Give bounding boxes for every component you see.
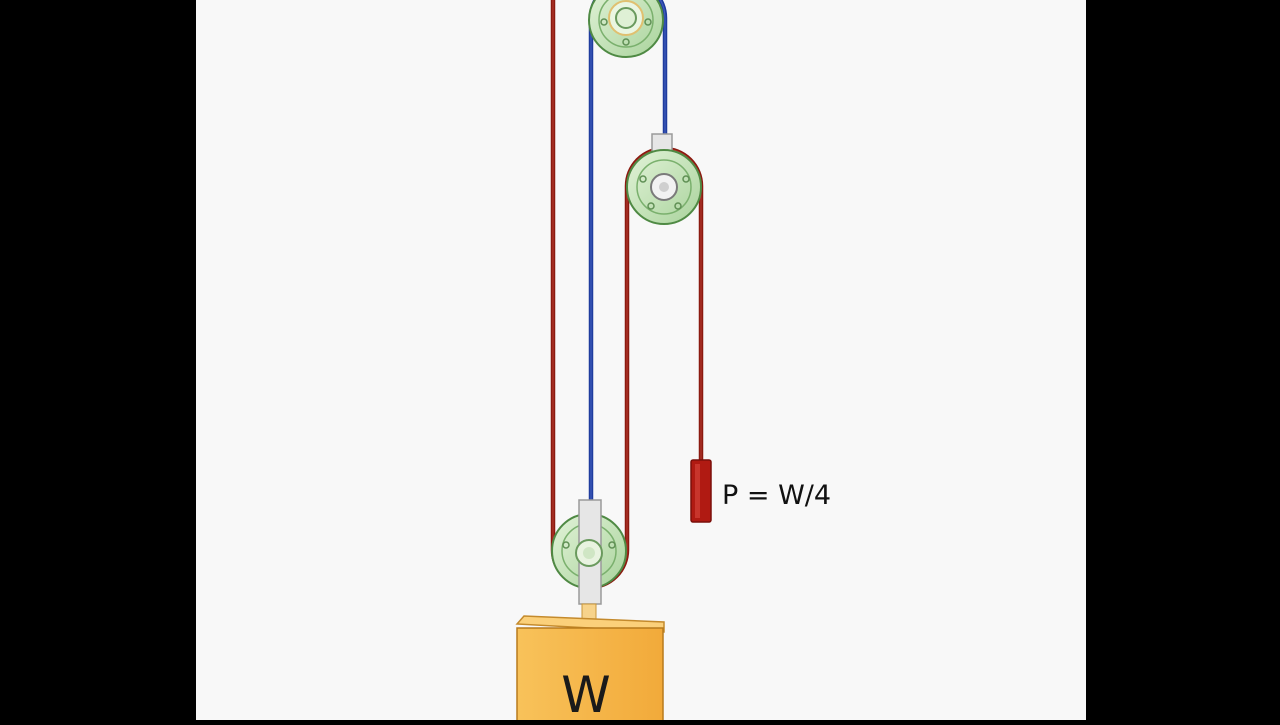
rope-outer-red (550, 0, 704, 590)
top-fixed-pulley (588, 0, 664, 58)
force-label: P = W/4 (722, 480, 831, 511)
diagram-canvas: W P = W/4 (196, 0, 1086, 725)
weight-block: W (515, 615, 665, 725)
letterbox-left (0, 0, 196, 720)
pull-handle (690, 459, 712, 523)
middle-pulley (626, 133, 702, 225)
weight-label: W (561, 666, 610, 720)
pulley-system-diagram: W P = W/4 (515, 0, 831, 725)
lower-movable-pulley (551, 499, 627, 627)
letterbox-right (1086, 0, 1280, 720)
